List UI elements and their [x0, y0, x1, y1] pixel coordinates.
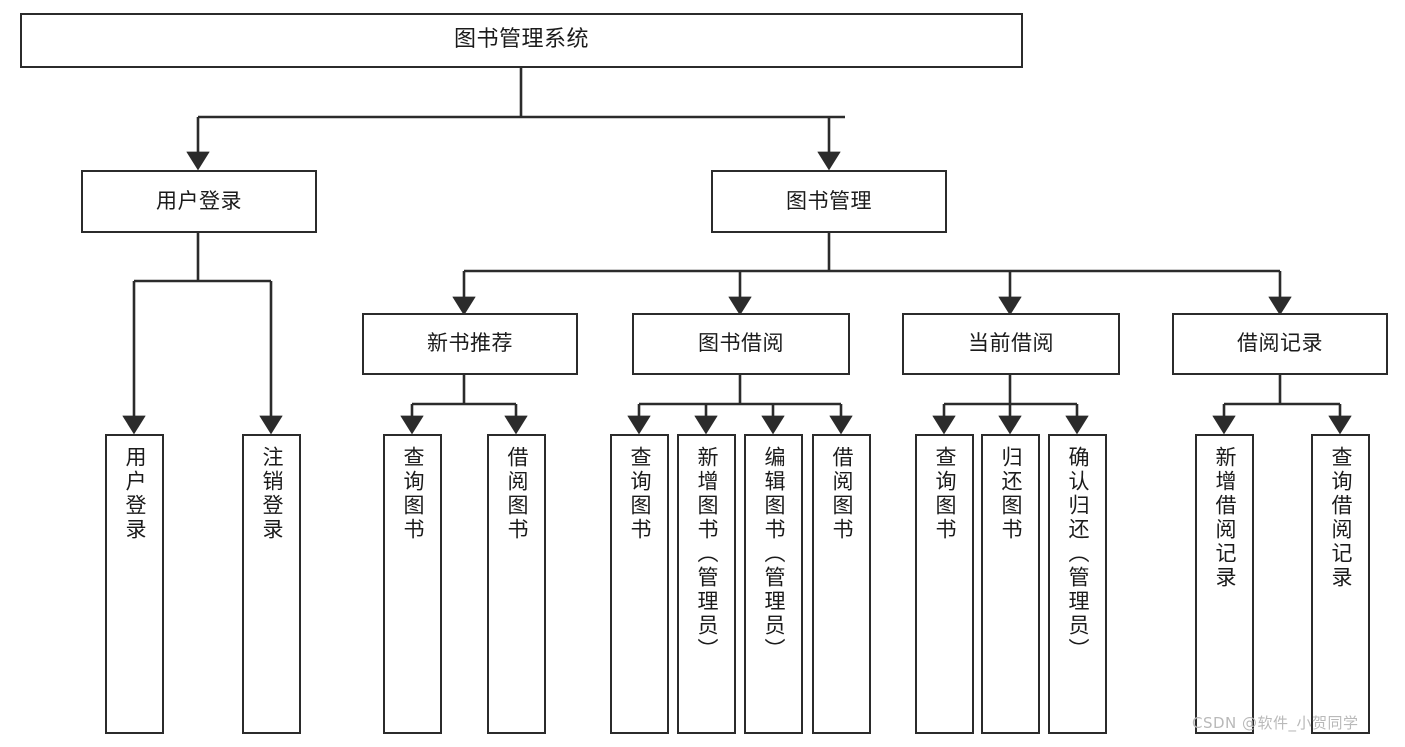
- node-user-login-label: 用户登录: [156, 188, 242, 213]
- node-leaf-query-borrow-record[interactable]: 查询借阅记录: [1311, 434, 1370, 734]
- node-new-book-recommend[interactable]: 新书推荐: [362, 313, 578, 375]
- node-book-borrow-label: 图书借阅: [698, 331, 784, 356]
- node-leaf-query-book-3-label: 查询图书: [933, 446, 957, 542]
- node-leaf-add-book-admin[interactable]: 新增图书（管理员）: [677, 434, 736, 734]
- node-leaf-query-book-1-label: 查询图书: [401, 446, 425, 542]
- node-root-label: 图书管理系统: [453, 27, 589, 53]
- node-book-management-label: 图书管理: [786, 188, 872, 213]
- node-user-login[interactable]: 用户登录: [81, 170, 317, 233]
- node-leaf-borrow-book-2-label: 借阅图书: [830, 446, 854, 542]
- node-leaf-confirm-return-admin-label: 确认归还（管理员）: [1066, 446, 1090, 662]
- node-leaf-query-book-1[interactable]: 查询图书: [383, 434, 442, 734]
- node-borrow-record[interactable]: 借阅记录: [1172, 313, 1388, 375]
- node-root[interactable]: 图书管理系统: [20, 13, 1023, 68]
- watermark-text: CSDN @软件_小贺同学: [1192, 714, 1359, 732]
- node-book-borrow[interactable]: 图书借阅: [632, 313, 850, 375]
- node-leaf-user-logout-label: 注销登录: [260, 446, 284, 542]
- node-book-management[interactable]: 图书管理: [711, 170, 947, 233]
- node-leaf-confirm-return-admin[interactable]: 确认归还（管理员）: [1048, 434, 1107, 734]
- node-leaf-borrow-book-1-label: 借阅图书: [505, 446, 529, 542]
- node-leaf-add-borrow-record[interactable]: 新增借阅记录: [1195, 434, 1254, 734]
- node-leaf-user-login-label: 用户登录: [123, 446, 147, 542]
- node-leaf-edit-book-admin[interactable]: 编辑图书（管理员）: [744, 434, 803, 734]
- node-leaf-add-borrow-record-label: 新增借阅记录: [1213, 446, 1237, 590]
- node-leaf-user-logout[interactable]: 注销登录: [242, 434, 301, 734]
- node-leaf-query-borrow-record-label: 查询借阅记录: [1329, 446, 1353, 590]
- node-leaf-query-book-2[interactable]: 查询图书: [610, 434, 669, 734]
- node-leaf-add-book-admin-label: 新增图书（管理员）: [695, 446, 719, 662]
- node-leaf-query-book-3[interactable]: 查询图书: [915, 434, 974, 734]
- node-leaf-edit-book-admin-label: 编辑图书（管理员）: [762, 446, 786, 662]
- node-leaf-borrow-book-2[interactable]: 借阅图书: [812, 434, 871, 734]
- node-leaf-return-book-label: 归还图书: [999, 446, 1023, 542]
- node-leaf-query-book-2-label: 查询图书: [628, 446, 652, 542]
- node-leaf-borrow-book-1[interactable]: 借阅图书: [487, 434, 546, 734]
- node-current-borrow-label: 当前借阅: [968, 331, 1054, 356]
- node-borrow-record-label: 借阅记录: [1237, 331, 1323, 356]
- node-new-book-recommend-label: 新书推荐: [427, 331, 513, 356]
- node-leaf-user-login[interactable]: 用户登录: [105, 434, 164, 734]
- node-leaf-return-book[interactable]: 归还图书: [981, 434, 1040, 734]
- node-current-borrow[interactable]: 当前借阅: [902, 313, 1120, 375]
